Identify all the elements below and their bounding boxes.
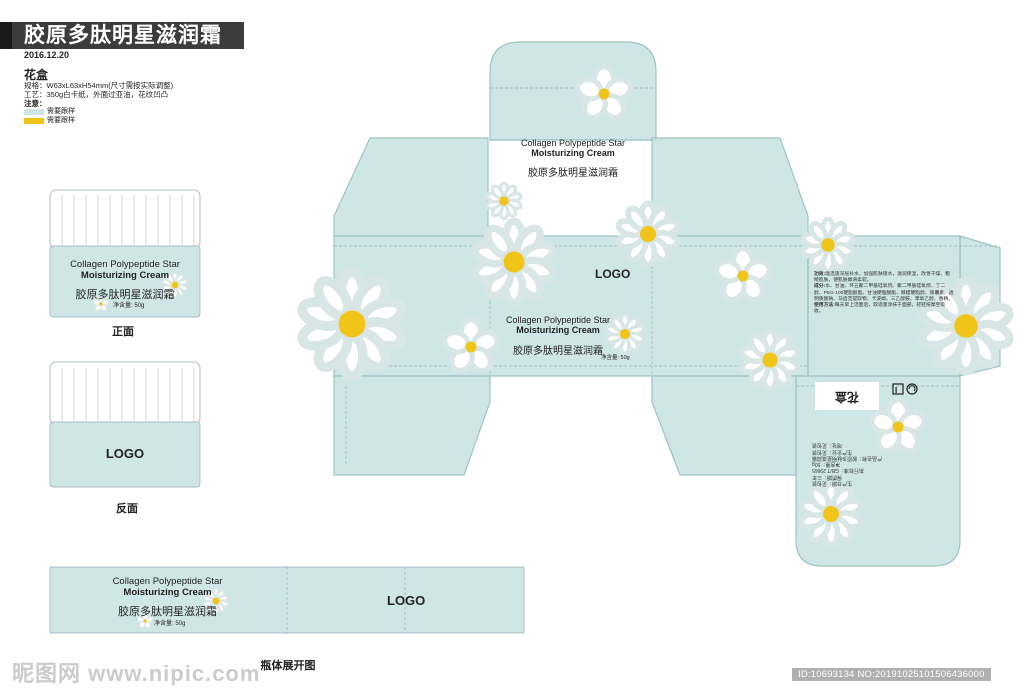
unfold-logo: LOGO — [387, 593, 426, 608]
legend-label-accent: 需要跟样 — [47, 117, 75, 124]
front-net: 净含量: 50g — [113, 303, 145, 309]
front-name-cn: 胶原多肽明星滋润霜 — [75, 289, 175, 301]
ingredients-text: 水、甘油、环五聚二甲基硅氧烷、聚二甲基硅氧烷、丁二醇、PEG-100硬脂酸酯、甘… — [814, 284, 954, 302]
lid-name-en-1: Collagen Polypeptide Star — [520, 138, 626, 148]
watermark-left: 昵图网 www.nipic.com — [12, 661, 261, 686]
usage-text: 每天早上洁面后，取适量涂抹于面部，轻轻按摩至吸收。 — [814, 303, 946, 315]
jar-front — [49, 189, 201, 318]
legend-swatch-accent — [24, 118, 44, 124]
lid-name-en-2: Moisturizing Cream — [531, 148, 615, 158]
jar-unfold-label — [49, 566, 525, 634]
usage-label: 使用方法: — [814, 303, 835, 309]
mirror-line: 保质期：三年 — [812, 473, 843, 480]
box-name-en-2: Moisturizing Cream — [516, 325, 600, 335]
unfold-name-cn: 胶原多肽明星滋润霜 — [118, 606, 217, 618]
certification-icons: I — [892, 383, 918, 395]
unfold-net: 净含量: 50g — [154, 621, 186, 627]
jar-back — [49, 361, 201, 488]
title-mark — [0, 22, 12, 49]
back-info: 功效:能迅速深层补水，加强肌肤锁水，滋润保湿，改善干燥、粗糙肌肤，使肌肤嫩滑柔软… — [814, 272, 954, 315]
legend-swatch-panel — [24, 109, 44, 115]
caption-unfold: 瓶体展开图 — [260, 660, 316, 672]
unfold-name-en-1: Collagen Polypeptide Star — [112, 576, 223, 587]
date: 2016.12.20 — [24, 50, 70, 60]
spec-line-note: 注意： — [24, 99, 47, 108]
efficacy-text: 能迅速深层补水，加强肌肤锁水，滋润保湿，改善干燥、粗糙肌肤，使肌肤嫩滑柔软。 — [814, 272, 950, 284]
box-net: 净含量: 50g — [601, 355, 630, 361]
unfold-name-en-2: Moisturizing Cream — [123, 587, 212, 598]
spec-line-size: 规格：W63xL63xH54mm(尺寸需按实际调整) — [24, 81, 174, 90]
box-name-cn: 胶原多肽明星滋润霜 — [513, 346, 603, 357]
mirror-line: 生产日期：见包装 — [812, 480, 853, 487]
ingredients-label: 成分: — [814, 284, 826, 290]
watermark-right: ID:10693134 NO:20191025101506436000 — [792, 668, 991, 681]
mirror-line: 生产企业：见包装 — [812, 448, 853, 455]
mirror-line: 执行标准：GB/T 29665 — [812, 467, 864, 474]
mirror-line: 净含量：50g — [812, 461, 841, 468]
lid-name-cn: 胶原多肽明星滋润霜 — [528, 168, 618, 179]
mirror-title: 花盒 — [835, 390, 860, 404]
mirror-line: 产品名称：胶原多肽明星滋润霜 — [812, 454, 883, 461]
section-title: 花盒 — [24, 68, 49, 82]
svg-text:I: I — [895, 386, 897, 395]
efficacy-label: 功效: — [814, 272, 826, 277]
front-name-en-2: Moisturizing Cream — [80, 270, 170, 281]
caption-back: 反面 — [116, 503, 138, 515]
legend-label-panel: 需要跟样 — [47, 108, 75, 115]
front-name-en-1: Collagen Polypeptide Star — [70, 259, 180, 270]
mirror-line: 地址：见包装 — [812, 442, 843, 449]
caption-front: 正面 — [112, 326, 134, 338]
page-title: 胶原多肽明星滋润霜 — [24, 24, 222, 47]
box-name-en-1: Collagen Polypeptide Star — [505, 315, 611, 325]
spec-line-process: 工艺：350g白卡纸，外面过亚油，花纹凹凸 — [24, 90, 169, 99]
title-bar — [0, 22, 244, 49]
mirror-title-box — [815, 382, 879, 410]
back-logo: LOGO — [105, 446, 145, 461]
box-front-logo: LOGO — [595, 267, 631, 281]
mirror-info: 生产日期：见包装 保质期：三年 执行标准：GB/T 29665 净含量：50g … — [812, 442, 952, 486]
